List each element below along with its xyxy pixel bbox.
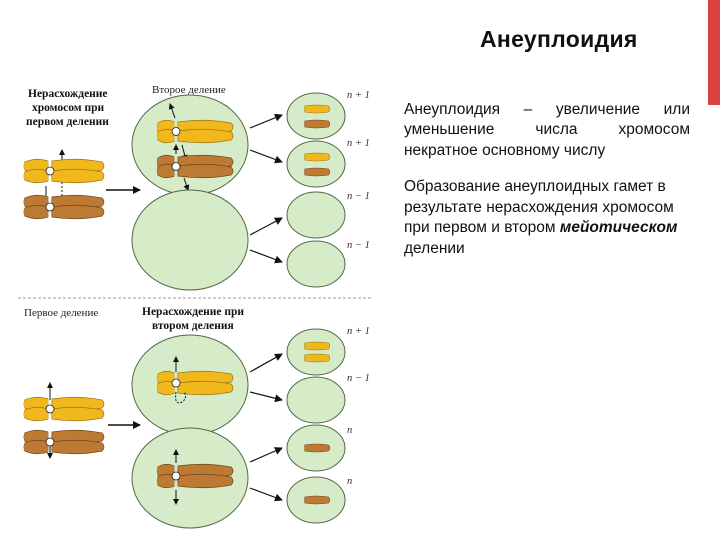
top-gamete-label-2: n + 1 [347,138,370,149]
top-panel: Нерасхождение хромосом при первом делени… [23,84,370,291]
bottom-gamete-label-2: n − 1 [347,373,370,384]
meiosis-diagram: Нерасхождение хромосом при первом делени… [18,84,372,529]
text-area: Анеуплоидия – увеличение или уменьшение … [404,100,690,259]
top-gamete-1 [286,92,346,140]
bottom-parent-chromosomes [23,382,105,459]
top-gamete-label-4: n − 1 [347,240,370,251]
definition-paragraph: Анеуплоидия – увеличение или уменьшение … [404,100,690,161]
top-left-label-line-1: Нерасхождение [28,88,108,100]
top-parent-chromosomes [23,149,105,220]
accent-bar [708,0,720,105]
bottom-gamete-label-4: n [347,476,352,487]
top-left-label-line-3: первом делении [26,116,109,128]
top-cell-upper-chromosomes [156,103,234,191]
formation-emphasis: мейотическом [559,219,678,237]
top-gamete-3 [286,191,346,239]
top-gamete-4 [286,240,346,288]
top-gamete-2 [286,140,346,188]
top-center-label: Второе деление [152,84,226,96]
top-left-label-line-2: хромосом при [32,102,104,114]
definition-text: – увеличение или уменьшение числа хромос… [404,101,690,159]
formation-text: Образование анеуплоидных гамет в результ… [404,178,674,237]
top-gamete-label-1: n + 1 [347,90,370,101]
bottom-center-label-line-2: втором деления [152,320,234,332]
bottom-gamete-2 [286,376,346,424]
slide-title: Анеуплоидия [480,26,638,52]
bottom-gamete-1 [286,328,346,376]
bottom-cell-lower-chromosomes [156,449,234,505]
formation-text-end: делении [404,239,465,257]
bottom-center-label-line-1: Нерасхождение при [142,306,244,318]
definition-term: Анеуплоидия [404,101,501,118]
bottom-gamete-label-1: n + 1 [347,326,370,337]
top-cell-lower [131,189,249,291]
bottom-gamete-label-3: n [347,425,352,436]
bottom-cell-upper-chromosomes [156,356,234,404]
top-cell-upper [131,94,249,196]
top-gamete-label-3: n − 1 [347,191,370,202]
formation-paragraph: Образование анеуплоидных гамет в результ… [404,177,690,259]
bottom-panel: Первое деление Нерасхождение при втором … [23,306,370,529]
bottom-left-label: Первое деление [24,307,98,319]
